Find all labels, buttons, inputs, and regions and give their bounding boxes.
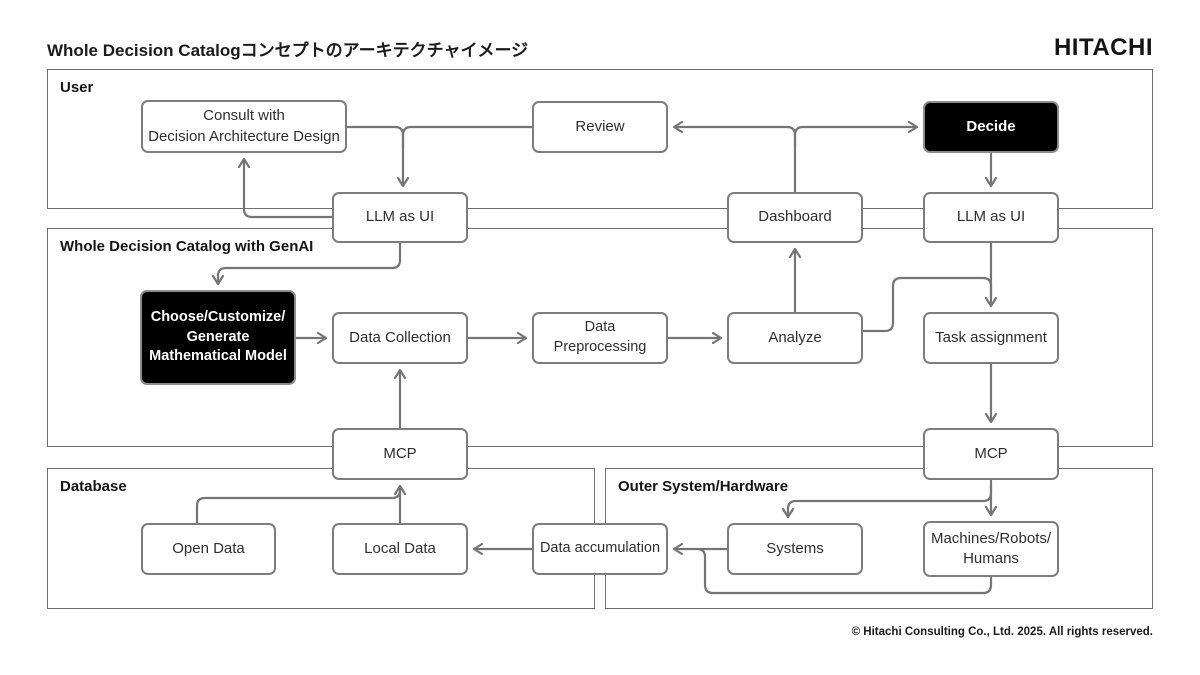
node-open-data: Open Data	[141, 523, 276, 575]
container-user: User	[47, 69, 1153, 209]
node-systems: Systems	[727, 523, 863, 575]
arrow-mcp-right-to-systems	[781, 486, 993, 519]
node-data-accumulation: Data accumulation	[532, 523, 668, 575]
node-dashboard: Dashboard	[727, 192, 863, 243]
node-local-data: Local Data	[332, 523, 468, 575]
container-whole-decision-catalog-label: Whole Decision Catalog with GenAI	[60, 238, 314, 255]
container-whole-decision-catalog: Whole Decision Catalog with GenAI	[47, 228, 1153, 447]
page-title: Whole Decision Catalogコンセプトのアーキテクチャイメージ	[47, 41, 529, 60]
container-outer-system-hardware-label: Outer System/Hardware	[618, 478, 789, 495]
hitachi-logo: HITACHI	[1053, 34, 1153, 61]
arrow-open-data-to-mcp-left	[195, 489, 402, 523]
container-user-label: User	[60, 79, 94, 96]
arrow-analyze-to-task	[863, 276, 993, 333]
arrow-machines-to-data-accumulation	[696, 547, 993, 595]
node-mcp-left: MCP	[332, 428, 468, 480]
node-decide: Decide	[923, 101, 1059, 153]
node-mcp-right: MCP	[923, 428, 1059, 480]
arrow-review-to-llm-left	[401, 125, 532, 148]
arrow-dashboard-to-review	[672, 120, 797, 192]
node-task-assignment: Task assignment	[923, 312, 1059, 364]
copyright-notice: © Hitachi Consulting Co., Ltd. 2025. All…	[851, 626, 1153, 638]
node-consult-decision-architecture-design: Consult with Decision Architecture Desig…	[141, 100, 347, 153]
node-llm-as-ui-right: LLM as UI	[923, 192, 1059, 243]
node-review: Review	[532, 101, 668, 153]
arrow-llm-left-to-consult	[237, 157, 332, 219]
arrow-llm-left-to-model	[211, 243, 402, 286]
node-choose-customize-generate-mathematical-model: Choose/Customize/ Generate Mathematical …	[140, 290, 296, 385]
arrow-dashboard-to-decide	[793, 120, 919, 146]
node-llm-as-ui-left: LLM as UI	[332, 192, 468, 243]
node-data-collection: Data Collection	[332, 312, 468, 364]
container-database-label: Database	[60, 478, 127, 495]
node-data-preprocessing: Data Preprocessing	[532, 312, 668, 364]
node-machines-robots-humans: Machines/Robots/ Humans	[923, 521, 1059, 577]
node-analyze: Analyze	[727, 312, 863, 364]
arrow-consult-to-llm-left	[347, 125, 410, 188]
